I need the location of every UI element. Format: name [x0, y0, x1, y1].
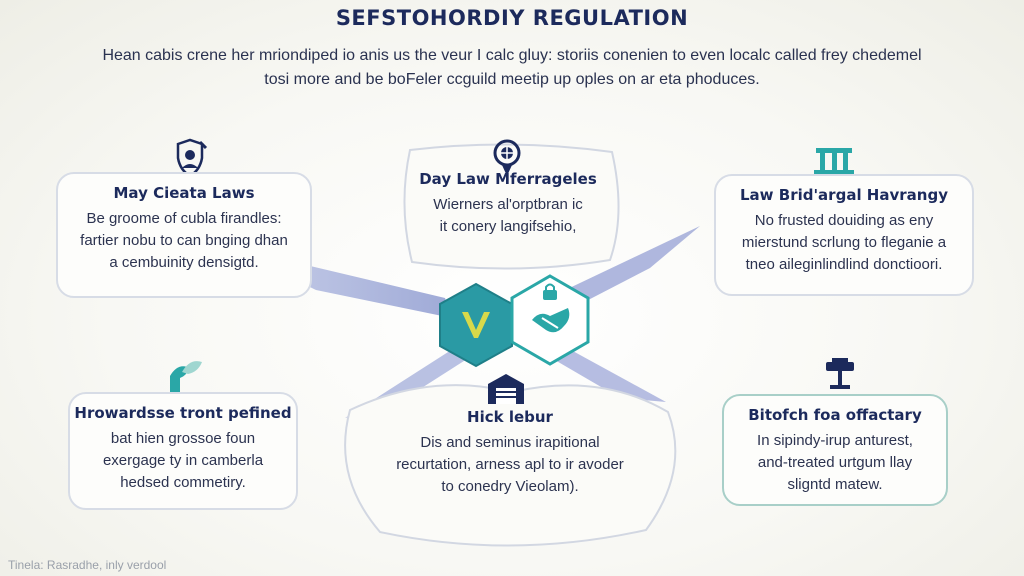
subtitle-line-1: Hean cabis crene her mriondiped io anis … [102, 47, 922, 64]
card-line: hedsed commetiry. [120, 474, 246, 491]
handshake-icon [532, 308, 570, 333]
page-subtitle: Hean cabis crene her mriondiped io anis … [40, 44, 984, 92]
card-line: to conedry Vieolam). [441, 478, 579, 495]
arrow-upper-right [540, 226, 700, 312]
center-blob-outline [403, 143, 620, 270]
subtitle-line-2: tosi more and be boFeler ccguild meetip … [264, 71, 760, 88]
card-line: and-treated urtgum llay [757, 454, 913, 471]
card-line: mierstund scrlung to fleganie a [741, 234, 947, 251]
card-line: Be groome of cubla firandles: [86, 210, 282, 227]
page-title: SEFSTOHORDIY REGULATION [335, 6, 689, 30]
globe-badge-icon [493, 139, 521, 176]
card-line: exergage ty in camberla [102, 452, 264, 469]
chevron-v-icon [462, 312, 490, 338]
card-top-left: May Cieata Laws Be groome of cubla firan… [56, 172, 312, 298]
card-title: Hick lebur [467, 408, 553, 426]
card-top-center: Day Law Mferrageles Wierners al'orptbran… [402, 160, 614, 268]
card-line: sligntd matew. [787, 476, 883, 493]
card-line: Wierners al'orptbran ic [433, 196, 583, 213]
card-title: Bitofch foa offactary [748, 406, 922, 424]
card-line: No frusted douiding as eny [754, 212, 934, 229]
footer-caption: Tinela: Rasradhe, inly verdool [8, 558, 167, 572]
arrow-lower-right [548, 344, 666, 402]
card-bottom-center: Hick lebur Dis and seminus irapitional r… [376, 398, 644, 528]
card-line: recurtation, arness apl to ir avoder [396, 456, 624, 473]
card-line: fartier nobu to can bnging dhan [80, 232, 288, 249]
card-line: a cembuinity densigtd. [109, 254, 259, 271]
card-line: In sipindy-irup anturest, [757, 432, 913, 449]
card-bottom-right: Bitofch foa offactary In sipindy-irup an… [722, 394, 948, 506]
lock-icon [543, 283, 557, 300]
warehouse-icon [488, 374, 524, 404]
card-title: Law Brid'argal Havrangy [740, 186, 948, 204]
courthouse-pillars-icon [814, 148, 854, 175]
card-line: bat hien grossoe foun [110, 430, 256, 447]
scale-lamp-icon [826, 358, 854, 389]
card-title: Day Law Mferrageles [419, 170, 597, 188]
card-title: Hrowardsse tront pefined [74, 404, 292, 422]
card-line: tneo aileginlindlind donctioori. [745, 256, 943, 273]
card-top-right: Law Brid'argal Havrangy No frusted douid… [714, 174, 974, 296]
card-line: it conery langifsehio, [439, 218, 577, 235]
card-line: Dis and seminus irapitional [420, 434, 600, 451]
card-bottom-left: Hrowardsse tront pefined bat hien grosso… [68, 392, 298, 510]
card-title: May Cieata Laws [113, 184, 255, 202]
